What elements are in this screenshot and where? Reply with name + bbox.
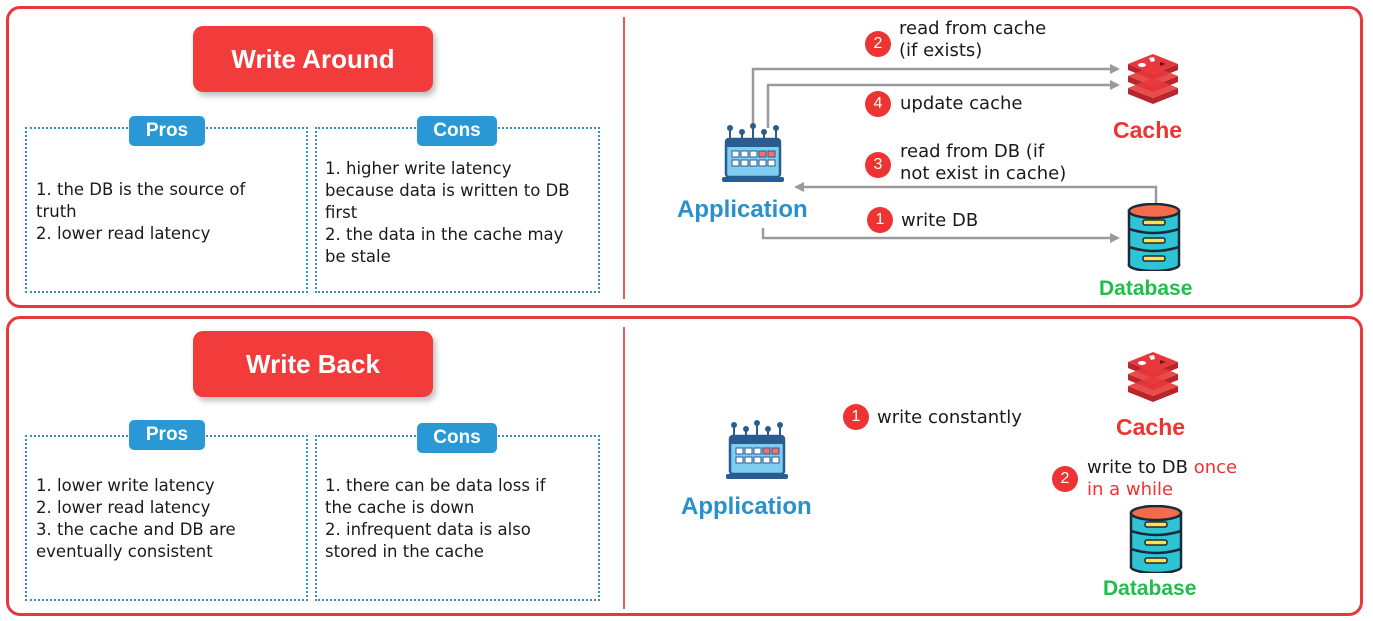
panel-divider (623, 327, 625, 609)
application-label: Application (677, 196, 808, 223)
write-back-title: Write Back (193, 331, 433, 397)
pros-text: 1. lower write latency 2. lower read lat… (36, 476, 236, 561)
step-badge: 4 (865, 91, 891, 117)
application-icon (722, 123, 784, 182)
panel-divider (623, 17, 625, 299)
step-badge: 1 (843, 404, 869, 430)
step-write-to-db-accent: once (1193, 457, 1238, 478)
pros-label: Pros (129, 116, 205, 146)
application-label: Application (681, 493, 812, 520)
step-read-cache-label: read from cache (if exists) (899, 18, 1047, 61)
step-update-cache-label: update cache (900, 93, 1023, 114)
step-write-to-db-text: write to DB (1087, 457, 1194, 478)
cons-label: Cons (417, 116, 497, 146)
pros-label: Pros (129, 420, 205, 450)
cache-label: Cache (1113, 117, 1183, 143)
arrow-read-db (794, 182, 1158, 204)
database-label: Database (1099, 277, 1193, 300)
cache-icon (1128, 54, 1178, 104)
cache-label: Cache (1116, 414, 1186, 440)
step-write-constantly-label: write constantly (877, 407, 1022, 428)
arrow-write-db (761, 228, 1120, 243)
write-around-title: Write Around (193, 26, 433, 92)
step-badge: 2 (1052, 466, 1078, 492)
database-icon (1127, 203, 1181, 271)
write-around-panel: Write Around Pros 1. the DB is the sourc… (6, 6, 1363, 308)
step-read-db-label: read from DB (if not exist in cache) (900, 141, 1067, 184)
database-icon (1129, 505, 1183, 573)
cache-icon (1128, 352, 1178, 402)
cons-label: Cons (417, 423, 497, 453)
cons-text: 1. there can be data loss if the cache i… (325, 476, 546, 561)
arrow-read-cache (751, 64, 1120, 128)
step-badge: 1 (867, 207, 893, 233)
arrow-update-cache (766, 80, 1120, 128)
step-write-to-db-accent: in a while (1087, 479, 1174, 500)
application-icon (726, 420, 788, 479)
step-write-db-label: write DB (901, 210, 979, 231)
step-write-to-db-label: write to DB once in a while (1087, 457, 1267, 501)
database-label: Database (1103, 577, 1197, 600)
cons-text: 1. higher write latency because data is … (325, 159, 570, 266)
step-badge: 3 (865, 152, 891, 178)
step-badge: 2 (865, 31, 891, 57)
pros-text: 1. the DB is the source of truth 2. lowe… (36, 180, 246, 243)
